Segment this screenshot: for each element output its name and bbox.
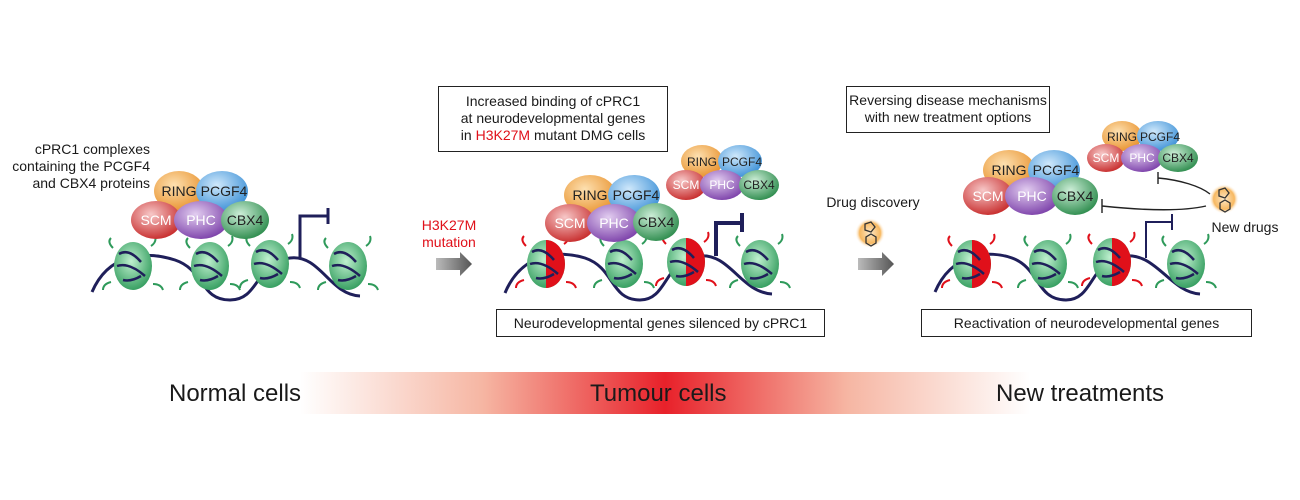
reactivation-label: Reactivation of neurodevelopmental genes: [953, 315, 1220, 331]
cbx4-label: CBX4: [638, 214, 675, 230]
nucleosome-5: [592, 232, 656, 290]
gene-marker-3: [1145, 214, 1173, 258]
scm-label: SCM: [140, 212, 171, 228]
nucleosome-marked-2: [654, 230, 718, 288]
nucleosome-marked-4: [1080, 230, 1144, 288]
scm-label: SCM: [554, 215, 585, 231]
cprc1-description-line: and CBX4 proteins: [32, 175, 150, 191]
scm-label: SCM: [673, 178, 700, 192]
ring-label: RING: [687, 155, 717, 169]
increased-binding-line3: in H3K27M mutant DMG cells: [439, 127, 667, 144]
new-drugs-icon: [1208, 183, 1240, 215]
cbx4-label: CBX4: [227, 212, 264, 228]
nucleosome-1: [101, 234, 165, 292]
inhibition-line-2: [1157, 172, 1211, 195]
cprc1-complex-3b: RING PCGF4 SCM PHC CBX4: [1087, 121, 1198, 172]
ring-label: RING: [573, 187, 608, 203]
line3-prefix: in: [460, 127, 476, 143]
increased-binding-line1: Increased binding of cPRC1: [465, 93, 641, 109]
arrow-drug-discovery: [858, 252, 894, 276]
drug-discovery-label: Drug discovery: [808, 194, 938, 211]
cbx4-label: CBX4: [743, 178, 775, 192]
cprc1-complex-2a: RING PCGF4 SCM PHC CBX4: [545, 175, 679, 242]
pcgf4-label: PCGF4: [201, 183, 248, 199]
h3k27m-highlight: H3K27M: [475, 127, 531, 143]
new-drugs-label: New drugs: [1200, 219, 1290, 236]
phc-label: PHC: [709, 178, 735, 192]
gene-silenced-marker-1: [298, 208, 330, 258]
silenced-genes-label: Neurodevelopmental genes silenced by cPR…: [513, 315, 808, 331]
stage-tumour-cells: Tumour cells: [590, 380, 727, 407]
stage-gradient-bar: [300, 372, 1030, 414]
cbx4-label: CBX4: [1057, 188, 1094, 204]
gene-silenced-marker-2: [714, 213, 744, 256]
reversing-line2: with new treatment options: [864, 109, 1032, 125]
drug-discovery-icon: [854, 217, 886, 249]
pcgf4-label: PCGF4: [613, 187, 660, 203]
cprc1-description-line: cPRC1 complexes: [34, 141, 150, 157]
scm-label: SCM: [972, 188, 1003, 204]
inhibition-line-1: [1101, 199, 1207, 213]
pcgf4-label: PCGF4: [1033, 162, 1080, 178]
stage-normal-cells: Normal cells: [169, 380, 302, 407]
cprc1-complex-3a: RING PCGF4 SCM PHC CBX4: [963, 150, 1098, 215]
pcgf4-label: PCGF4: [1140, 130, 1180, 144]
mutation-line: mutation: [422, 234, 476, 250]
cprc1-complex-1: RING PCGF4 SCM PHC CBX4: [131, 171, 269, 239]
reversing-line1: Reversing disease mechanisms: [849, 92, 1047, 108]
drug-discovery-text: Drug discovery: [826, 194, 920, 210]
nucleosome-2: [178, 234, 242, 292]
ring-label: RING: [992, 162, 1027, 178]
phc-label: PHC: [1017, 188, 1047, 204]
phc-label: PHC: [599, 215, 629, 231]
phc-label: PHC: [186, 212, 216, 228]
nucleosome-4: [316, 234, 380, 292]
cprc1-description-line: containing the PCGF4: [12, 158, 150, 174]
cprc1-complex-2b: RING PCGF4 SCM PHC CBX4: [666, 145, 779, 200]
ring-label: RING: [162, 183, 197, 199]
increased-binding-line2: at neurodevelopmental genes: [460, 110, 646, 126]
ring-label: RING: [1107, 130, 1137, 144]
new-drugs-text: New drugs: [1211, 219, 1279, 235]
nucleosome-7: [1016, 232, 1080, 290]
increased-binding-box: Increased binding of cPRC1 at neurodevel…: [438, 86, 668, 152]
h3k27m-line: H3K27M: [421, 217, 477, 233]
nucleosome-marked-3: [940, 232, 1004, 290]
nucleosome-6: [728, 232, 792, 290]
reactivation-box: Reactivation of neurodevelopmental genes: [921, 309, 1252, 337]
line3-suffix: mutant DMG cells: [530, 127, 646, 143]
silenced-genes-box: Neurodevelopmental genes silenced by cPR…: [496, 309, 825, 337]
reversing-mechanisms-box: Reversing disease mechanisms with new tr…: [846, 86, 1050, 133]
pcgf4-label: PCGF4: [722, 155, 762, 169]
nucleosome-3: [238, 232, 302, 290]
arrow-mutation: [436, 252, 472, 276]
stage-new-treatments: New treatments: [996, 380, 1165, 407]
nucleosome-marked-1: [514, 232, 578, 290]
cprc1-description: cPRC1 complexes containing the PCGF4 and…: [0, 141, 150, 192]
nucleosome-8: [1154, 232, 1218, 290]
phc-label: PHC: [1129, 151, 1155, 165]
h3k27m-mutation-label: H3K27M mutation: [404, 217, 494, 251]
scm-label: SCM: [1093, 151, 1120, 165]
cbx4-label: CBX4: [1162, 151, 1194, 165]
